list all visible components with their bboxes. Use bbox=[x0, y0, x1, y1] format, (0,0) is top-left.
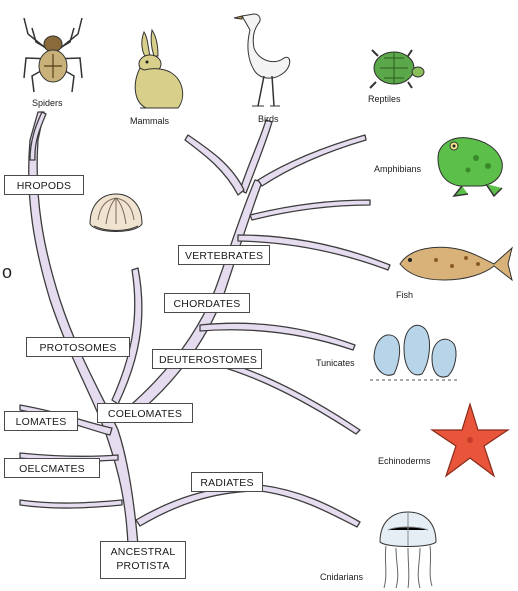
turtle-icon bbox=[362, 44, 426, 92]
root-line-1: ANCESTRAL bbox=[107, 545, 179, 559]
jellyfish-icon bbox=[374, 508, 440, 590]
label-reptiles: Reptiles bbox=[368, 94, 401, 104]
spider-icon bbox=[22, 14, 84, 94]
group-deuterostomes: DEUTEROSTOMES bbox=[152, 349, 262, 369]
label-echinoderms: Echinoderms bbox=[378, 456, 431, 466]
starfish-icon bbox=[428, 400, 512, 480]
label-fish: Fish bbox=[396, 290, 413, 300]
label-tunicates: Tunicates bbox=[316, 358, 355, 368]
branch-amphibians bbox=[250, 200, 370, 220]
label-amphibians: Amphibians bbox=[374, 164, 421, 174]
label-spiders: Spiders bbox=[32, 98, 63, 108]
label-birds: Birds bbox=[258, 114, 279, 124]
clam-icon bbox=[86, 190, 146, 238]
branch-acoelomates bbox=[20, 500, 122, 508]
group-protosomes: PROTOSOMES bbox=[26, 337, 130, 357]
group-chordates: CHORDATES bbox=[164, 293, 250, 313]
fish-icon bbox=[396, 240, 516, 288]
group-pseudocoelomates: OELCMATES bbox=[4, 458, 100, 478]
group-ancestral-protista: ANCESTRAL PROTISTA bbox=[100, 541, 186, 579]
label-mammals: Mammals bbox=[130, 116, 169, 126]
group-coelomates: COELOMATES bbox=[97, 403, 193, 423]
bird-icon bbox=[234, 10, 298, 110]
group-arthropods: HROPODS bbox=[4, 175, 84, 195]
group-acoelomates: LOMATES bbox=[4, 411, 78, 431]
label-cnidarians: Cnidarians bbox=[320, 572, 363, 582]
tunicate-icon bbox=[370, 318, 460, 386]
group-radiates: RADIATES bbox=[191, 472, 263, 492]
edge-fragment: o bbox=[2, 262, 12, 283]
branch-mammals bbox=[185, 135, 244, 195]
frog-icon bbox=[432, 128, 508, 198]
root-line-2: PROTISTA bbox=[107, 559, 179, 573]
group-vertebrates: VERTEBRATES bbox=[178, 245, 270, 265]
rabbit-icon bbox=[120, 28, 188, 112]
branch-protosome-side bbox=[112, 268, 142, 404]
branch-reptiles bbox=[258, 135, 366, 186]
branch-tunicates bbox=[200, 323, 355, 350]
